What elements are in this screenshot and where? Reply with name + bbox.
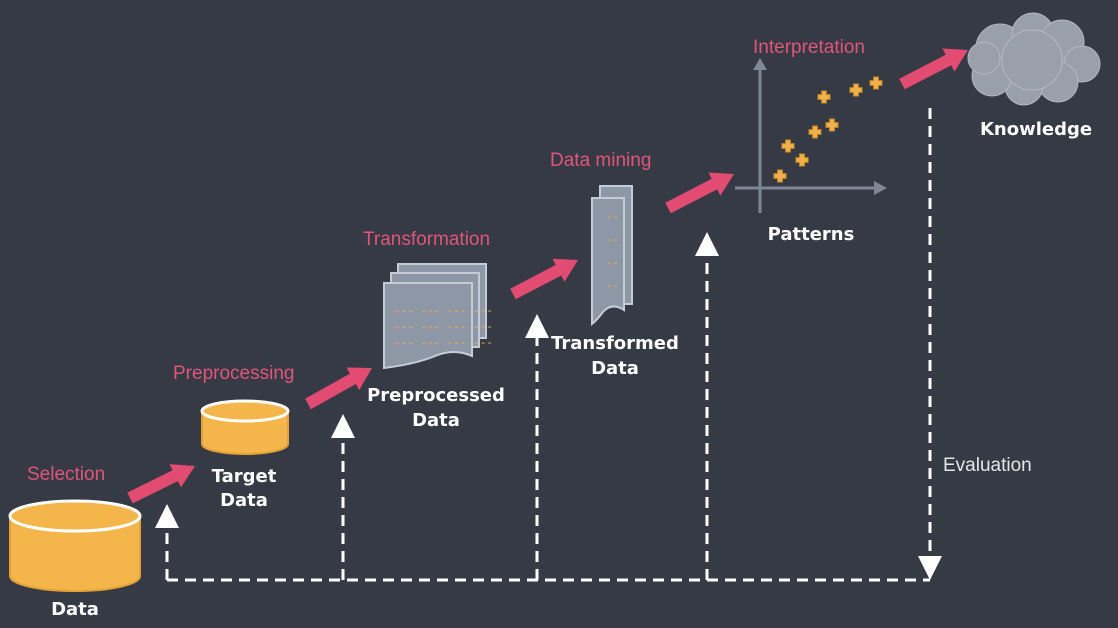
- pattern-marker: [781, 139, 795, 153]
- step-label-selection: Selection: [27, 464, 105, 485]
- feedback-to-selection-arrowhead: [155, 504, 179, 528]
- arrow-preprocessing-icon: [305, 367, 372, 410]
- evaluation-feedback-loop: [155, 108, 942, 582]
- pattern-markers: [773, 76, 883, 183]
- step-label-preprocessing: Preprocessing: [173, 363, 294, 384]
- object-label-target-data-line-1: Target: [212, 466, 277, 487]
- pattern-marker: [869, 76, 883, 90]
- document-line-2: --- --- --- ---: [394, 322, 493, 334]
- step-label-data-mining: Data mining: [550, 150, 651, 171]
- object-label-target-data-line-2: Data: [220, 490, 268, 511]
- pattern-marker: [849, 83, 863, 97]
- feedback-to-data-mining-arrowhead: [695, 232, 719, 256]
- pattern-marker: [817, 90, 831, 104]
- pattern-marker: [773, 169, 787, 183]
- feedback-to-preprocessing-arrowhead: [331, 414, 355, 438]
- document-stack-icon: --- --- --- --- --- --- --- --- --- --- …: [383, 263, 493, 370]
- scatter-plot-icon: [735, 58, 887, 213]
- object-label-preprocessed-data-line-1: Preprocessed: [367, 385, 505, 406]
- cloud-icon: [967, 12, 1101, 106]
- feedback-to-transformation-arrowhead: [525, 314, 549, 338]
- object-label-patterns: Patterns: [768, 224, 855, 245]
- document-column-icon: -- -- -- --: [591, 185, 633, 327]
- column-line-1: --: [606, 212, 619, 224]
- object-label-knowledge: Knowledge: [980, 119, 1092, 140]
- column-line-4: --: [606, 281, 619, 293]
- column-line-3: --: [606, 258, 619, 270]
- document-line-1: --- --- --- ---: [394, 306, 493, 318]
- small-database-icon: [200, 399, 290, 455]
- object-label-transformed-data-line-2: Data: [591, 358, 639, 379]
- step-label-interpretation: Interpretation: [753, 37, 865, 58]
- document-line-3: --- --- --- ---: [394, 338, 493, 350]
- step-label-transformation: Transformation: [363, 229, 490, 250]
- arrow-transformation-icon: [510, 258, 578, 300]
- arrow-data-mining-icon: [665, 172, 734, 214]
- pattern-marker: [808, 125, 822, 139]
- object-label-preprocessed-data-line-2: Data: [412, 410, 460, 431]
- arrow-selection-icon: [127, 464, 195, 504]
- database-icon: [8, 499, 142, 592]
- object-label-transformed-data-line-1: Transformed: [551, 333, 679, 354]
- feedback-down-arrowhead: [918, 556, 942, 580]
- evaluation-label: Evaluation: [943, 455, 1032, 476]
- column-line-2: --: [606, 235, 619, 247]
- arrow-interpretation-icon: [899, 48, 968, 90]
- object-label-data: Data: [51, 599, 99, 620]
- pattern-marker: [795, 153, 809, 167]
- pattern-marker: [825, 118, 839, 132]
- process-arrows: [127, 48, 968, 504]
